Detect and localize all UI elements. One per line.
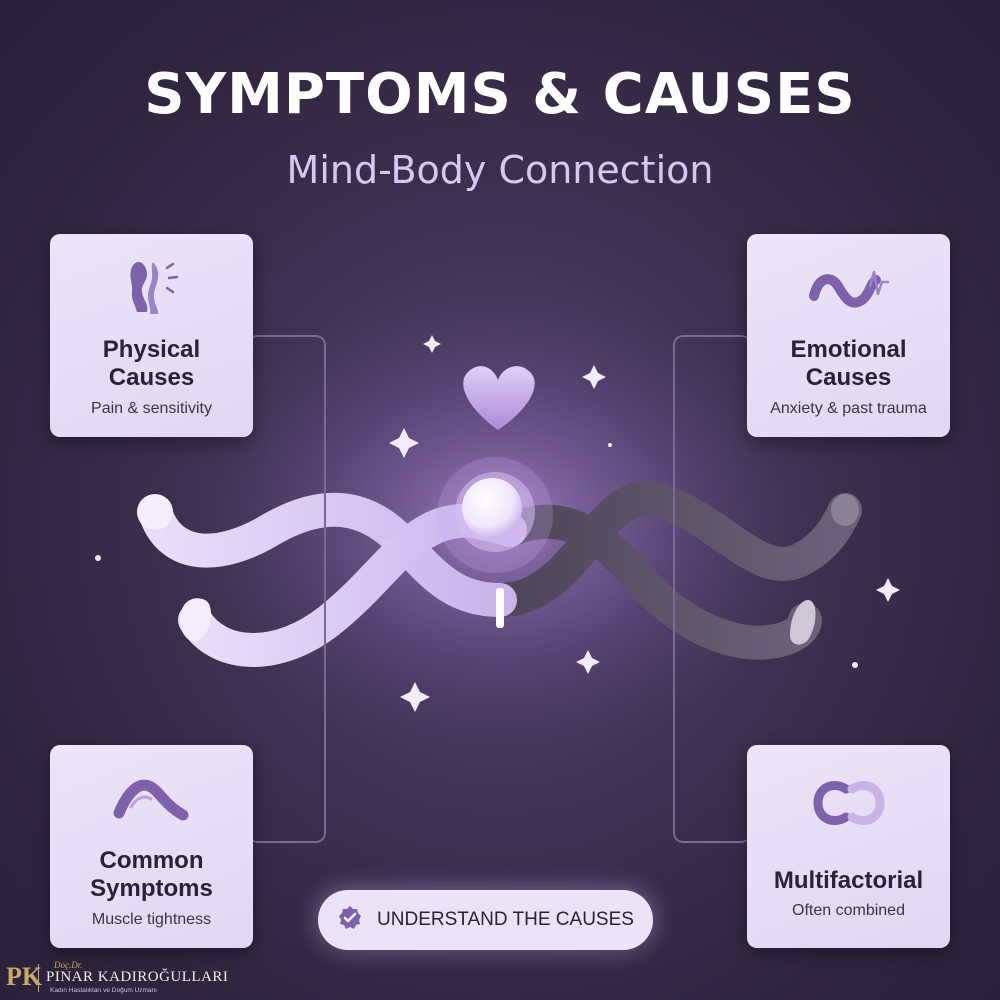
dark-tube-end-upper bbox=[831, 494, 859, 526]
sparkle-icon bbox=[576, 650, 600, 674]
card-title-line1: Physical bbox=[102, 336, 201, 363]
dark-tube-upper bbox=[483, 480, 862, 617]
dark-tube-end-lower bbox=[790, 600, 816, 645]
cta-label: UNDERSTAND THE CAUSES bbox=[377, 909, 634, 930]
card-description: Muscle tightness bbox=[91, 911, 212, 928]
sparkle-icon bbox=[876, 578, 900, 602]
heart-icon bbox=[463, 366, 535, 430]
sparkle-dot bbox=[95, 555, 101, 561]
wave-pulse-icon bbox=[747, 256, 950, 316]
logo-prefix: Doç.Dr. bbox=[54, 960, 83, 970]
light-tube-end-lower bbox=[180, 598, 212, 642]
card-title-line2: Symptoms bbox=[90, 875, 213, 902]
logo-role: Kadın Hastalıkları ve Doğum Uzmanı bbox=[50, 987, 157, 994]
card-emotional-causes: Emotional Causes Anxiety & past trauma bbox=[747, 234, 950, 437]
sparkle-dot bbox=[852, 662, 858, 668]
card-title-line2: Causes bbox=[108, 364, 195, 391]
sparkle-icon bbox=[423, 335, 441, 353]
card-description: Anxiety & past trauma bbox=[770, 400, 927, 417]
sparkle-icon bbox=[389, 428, 419, 458]
sparkle-dot bbox=[608, 443, 612, 447]
card-title: Multifactorial bbox=[773, 867, 924, 894]
light-tube-end-upper bbox=[137, 494, 173, 530]
tube-joint bbox=[496, 588, 504, 628]
card-common-symptoms: Common Symptoms Muscle tightness bbox=[50, 745, 253, 948]
card-description: Often combined bbox=[792, 902, 905, 919]
card-title-line1: Emotional bbox=[790, 336, 907, 363]
body-silhouette-icon bbox=[50, 256, 253, 316]
page-subtitle: Mind-Body Connection bbox=[286, 148, 714, 192]
interlocking-rings-icon bbox=[747, 775, 950, 835]
card-description: Pain & sensitivity bbox=[91, 400, 212, 417]
understand-causes-button[interactable]: UNDERSTAND THE CAUSES bbox=[318, 890, 653, 950]
logo-mark: PK bbox=[6, 962, 43, 991]
logo-name: PINAR KADIROĞULLARI bbox=[46, 969, 229, 985]
connector-right bbox=[673, 335, 751, 843]
curved-muscle-icon bbox=[50, 769, 253, 829]
orb bbox=[462, 478, 522, 538]
logo-divider bbox=[38, 964, 39, 992]
card-title-line1: Common bbox=[99, 847, 204, 874]
connector-left bbox=[248, 335, 326, 843]
brand-logo: PK Doç.Dr. PINAR KADIROĞULLARI Kadın Has… bbox=[6, 960, 236, 996]
page-title: SYMPTOMS & CAUSES bbox=[144, 62, 856, 127]
sparkle-icon bbox=[582, 365, 606, 389]
sparkle-icon bbox=[400, 682, 430, 712]
sparkles bbox=[95, 335, 900, 712]
card-multifactorial: Multifactorial Often combined bbox=[747, 745, 950, 948]
card-title-line2: Causes bbox=[805, 364, 892, 391]
card-physical-causes: Physical Causes Pain & sensitivity bbox=[50, 234, 253, 437]
light-tube-upper bbox=[138, 492, 517, 617]
check-badge-icon bbox=[337, 905, 363, 935]
